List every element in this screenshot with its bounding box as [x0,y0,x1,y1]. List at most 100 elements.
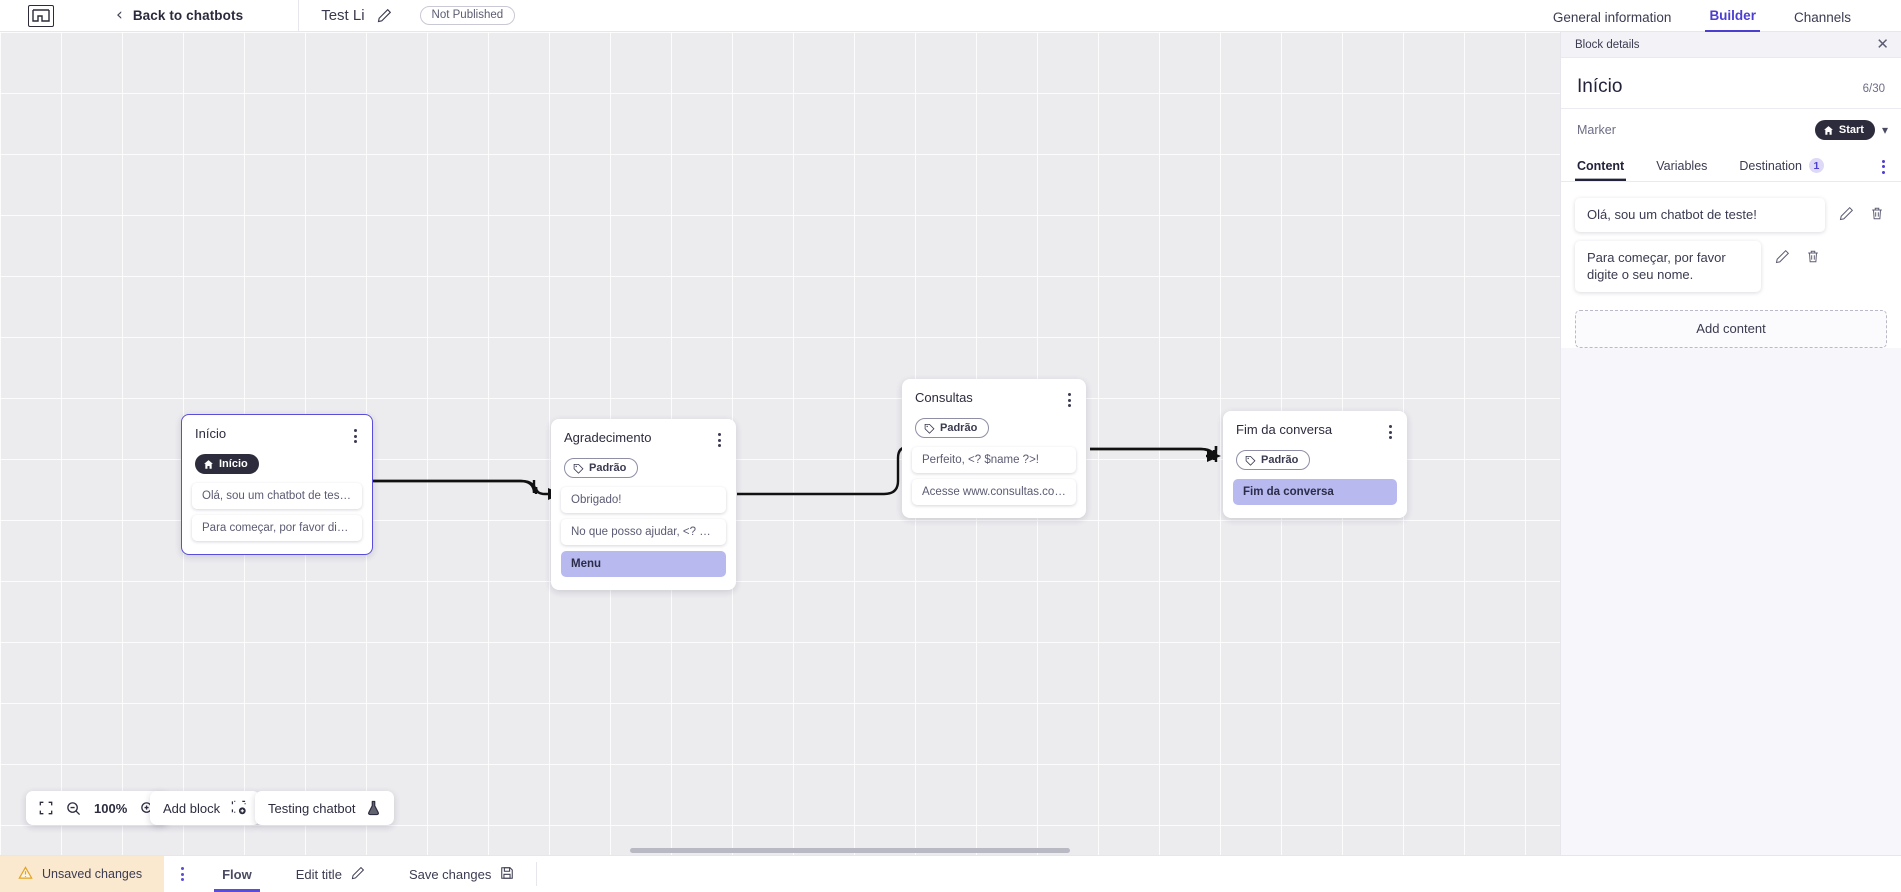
add-block-label: Add block [163,800,221,816]
node-menu-icon[interactable] [1387,422,1394,442]
unsaved-changes-indicator: Unsaved changes [0,856,165,892]
testing-chatbot-button[interactable]: Testing chatbot [255,791,395,825]
flow-node-fim-da-conversa[interactable]: Fim da conversa Padrão Fim da conversa [1223,411,1407,518]
divider [536,862,538,886]
node-message[interactable]: Perfeito, <? $name ?>! [912,446,1076,473]
node-menu-icon[interactable] [716,430,723,450]
node-message-highlight[interactable]: Fim da conversa [1233,478,1397,505]
node-header: Consultas [902,379,1086,410]
zoom-level-label: 100% [94,800,128,816]
node-badge-start: Início [195,454,259,474]
bottom-bar: Unsaved changes Flow Edit title Save cha… [0,855,1901,892]
node-message[interactable]: No que posso ajudar, <? $name ... [561,518,726,545]
panel-menu-icon[interactable] [1880,156,1887,178]
flow-canvas[interactable]: Início Início Olá, sou um chatbot de tes… [0,32,1560,855]
tab-channels[interactable]: Channels [1793,9,1851,25]
node-header: Início [182,415,372,446]
tag-icon [573,463,584,474]
node-badge-row: Padrão [1223,442,1407,479]
bottom-tab-edit-title-label: Edit title [295,866,342,882]
node-message[interactable]: Obrigado! [561,486,726,513]
node-badge-label: Padrão [1261,454,1299,466]
zoom-toolbar[interactable]: 100% [26,791,169,825]
close-icon[interactable]: ✕ [1876,35,1889,53]
content-text[interactable]: Para começar, por favor digite o seu nom… [1575,241,1761,292]
bottom-menu-icon[interactable] [164,856,200,892]
content-item: Para começar, por favor digite o seu nom… [1575,241,1887,292]
divider [298,0,300,32]
add-block-button[interactable]: Add block [150,791,261,825]
tab-variables[interactable]: Variables [1654,153,1709,181]
save-disk-icon [500,866,514,883]
node-message-highlight[interactable]: Menu [561,550,726,577]
flow-node-consultas[interactable]: Consultas Padrão Perfeito, <? $name ?>! … [902,379,1086,518]
trash-icon[interactable] [1806,249,1820,264]
node-message[interactable]: Para começar, por favor digite o ... [192,514,362,541]
tab-destination-label: Destination [1739,158,1802,173]
canvas-horizontal-scrollbar[interactable] [630,848,1070,853]
bottom-tab-flow[interactable]: Flow [200,856,274,892]
pencil-icon[interactable] [1775,249,1790,264]
node-badge-label: Padrão [940,422,978,434]
chevron-down-icon[interactable]: ▾ [1881,123,1888,137]
node-menu-icon[interactable] [352,426,359,446]
top-tabs: General information Builder Channels [1549,0,1901,32]
destination-count-badge: 1 [1808,158,1824,173]
tab-builder[interactable]: Builder [1705,8,1760,32]
node-badge-row: Início [182,446,372,483]
tab-variables-label: Variables [1656,158,1708,173]
node-header: Fim da conversa [1223,411,1407,442]
node-badge-row: Padrão [902,410,1086,447]
node-badge-label: Padrão [589,462,627,474]
panel-header-title: Block details [1575,38,1640,51]
content-actions [1761,241,1823,264]
panel-title-row: Início 6/30 [1561,58,1901,109]
add-content-button[interactable]: Add content [1575,309,1887,348]
back-chevron-icon[interactable]: ‹ [116,5,123,25]
warning-triangle-icon [18,865,33,883]
content-text[interactable]: Olá, sou um chatbot de teste! [1575,198,1825,233]
node-badge-default: Padrão [915,418,990,438]
content-list: Olá, sou um chatbot de teste! Para [1561,182,1901,292]
back-to-chatbots-link[interactable]: Back to chatbots [132,8,244,23]
add-block-icon [231,800,247,816]
bottom-tab-save-changes-label: Save changes [408,866,492,882]
app-logo-icon[interactable] [28,4,54,27]
marker-label: Marker [1577,123,1616,137]
node-badge-row: Padrão [551,450,736,487]
tab-content-label: Content [1577,158,1625,173]
tab-general-information[interactable]: General information [1552,9,1672,25]
flask-icon [366,800,381,816]
node-menu-icon[interactable] [1066,390,1073,410]
marker-badge: Start [1814,120,1875,140]
chatbot-title: Test Li [321,7,365,24]
node-badge-default: Padrão [564,458,639,478]
tab-destination[interactable]: Destination 1 [1737,152,1826,181]
node-message[interactable]: Acesse www.consultas.com par... [912,478,1076,505]
node-badge-label: Início [219,458,248,470]
marker-value: Start [1838,124,1864,136]
flow-node-agradecimento[interactable]: Agradecimento Padrão Obrigado! No que po… [551,419,736,590]
bottom-tab-flow-label: Flow [222,866,252,882]
bottom-tab-save-changes[interactable]: Save changes [387,856,536,892]
content-actions [1825,198,1887,221]
panel-header: Block details ✕ [1561,32,1901,58]
home-icon [204,459,213,469]
node-title: Início [195,426,227,441]
zoom-out-icon[interactable] [66,801,81,816]
block-details-panel: Block details ✕ Início 6/30 Marker Start… [1560,32,1901,855]
pencil-icon[interactable] [1839,206,1854,221]
node-message[interactable]: Olá, sou um chatbot de teste! [192,482,362,509]
fit-screen-icon[interactable] [39,801,53,815]
trash-icon[interactable] [1870,206,1884,221]
bottom-tab-edit-title[interactable]: Edit title [274,856,387,892]
pencil-icon[interactable] [377,8,392,23]
home-icon [1824,125,1833,135]
node-badge-default: Padrão [1236,450,1311,470]
unsaved-changes-label: Unsaved changes [42,867,143,881]
tag-icon [924,423,935,434]
marker-select[interactable]: Start ▾ [1814,120,1888,140]
flow-node-inicio[interactable]: Início Início Olá, sou um chatbot de tes… [181,414,373,555]
tab-content[interactable]: Content [1575,153,1626,181]
